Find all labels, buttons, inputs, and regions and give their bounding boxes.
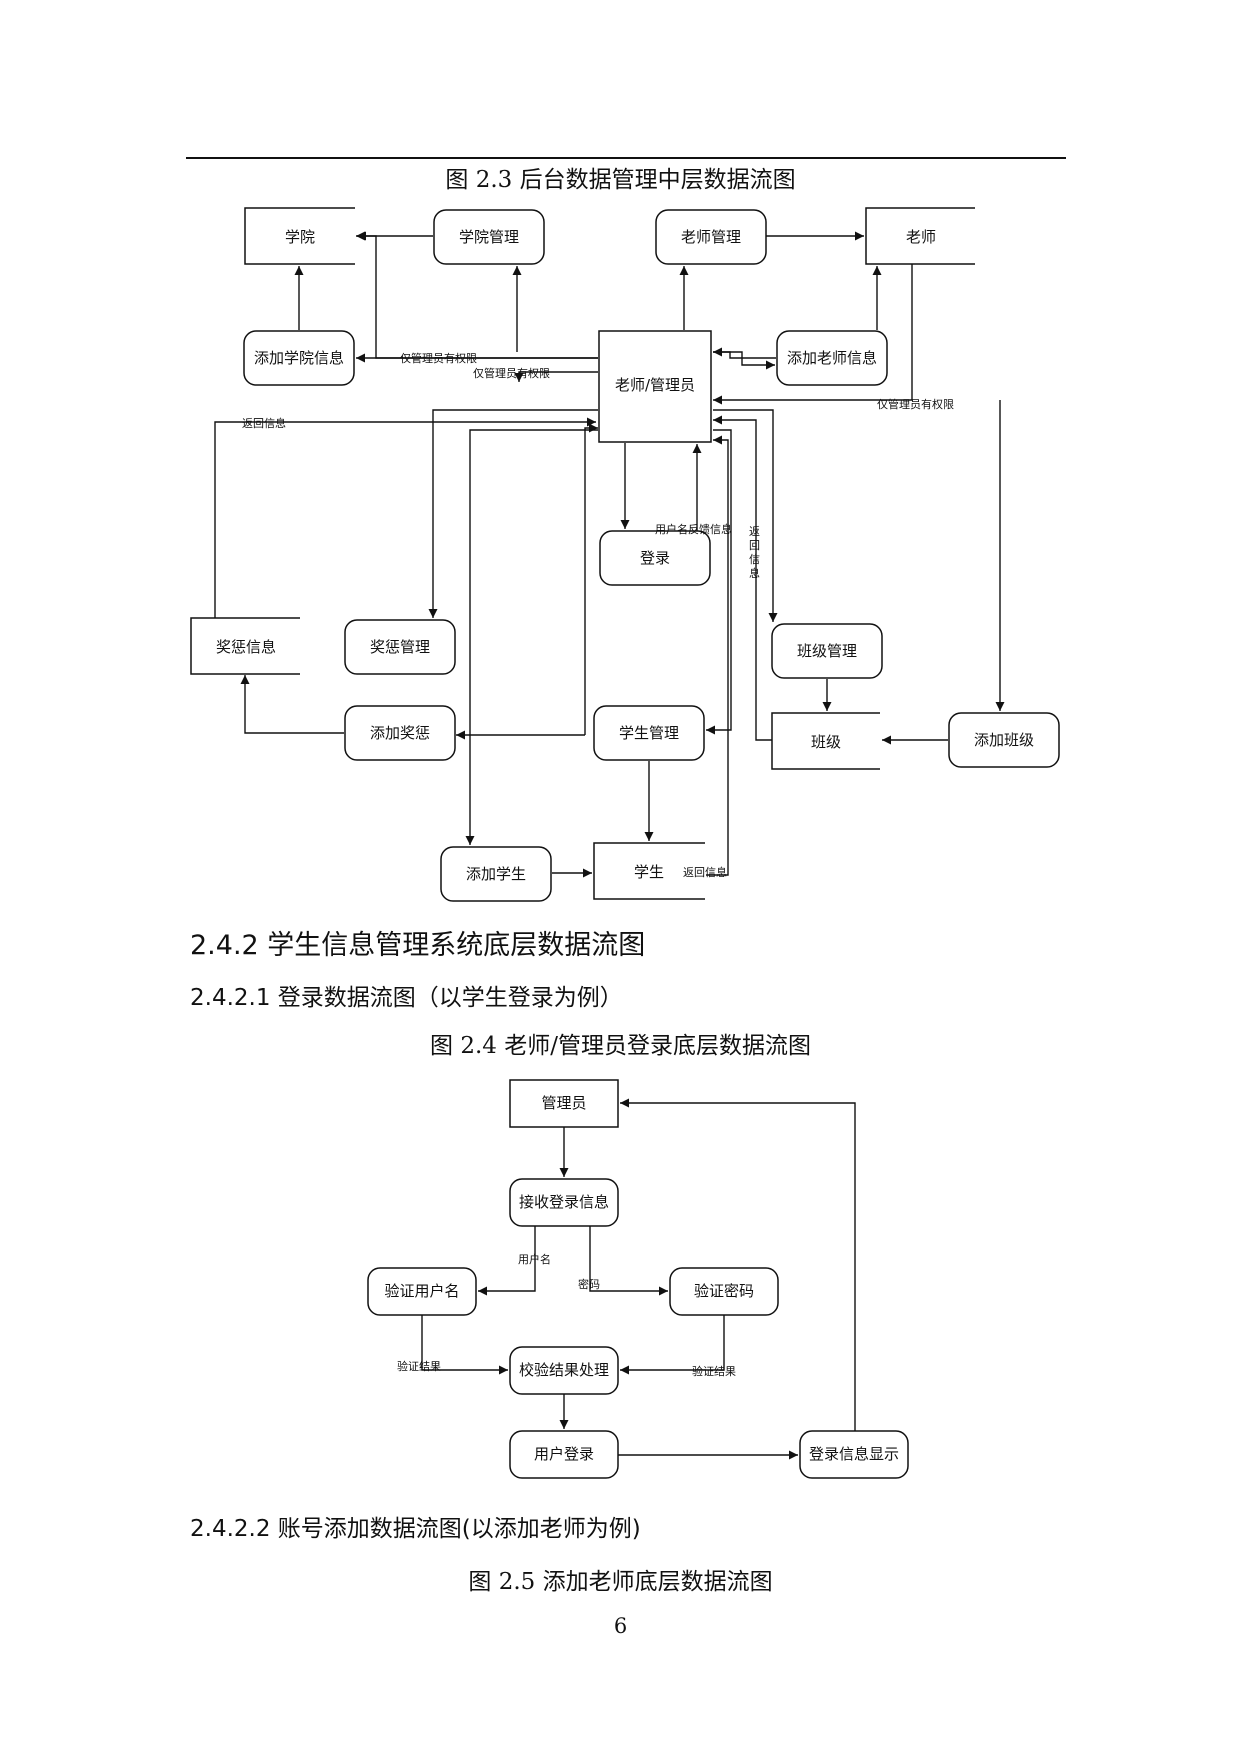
process-tianjia-banji: 添加班级 <box>974 731 1034 749</box>
section-2-4-2-2: 2.4.2.2 账号添加数据流图(以添加老师为例) <box>190 1516 641 1542</box>
label-return-info-2: 返回信息 <box>683 865 727 879</box>
section-2-4-2: 2.4.2 学生信息管理系统底层数据流图 <box>190 930 646 961</box>
process-laoshi-guanli: 老师管理 <box>681 228 741 246</box>
page-number: 6 <box>613 1614 628 1638</box>
label-return-info-v4: 息 <box>749 566 760 580</box>
process-tianjia-xueyuan: 添加学院信息 <box>254 349 344 367</box>
store-xueyuan: 学院 <box>285 228 315 246</box>
store-xuesheng: 学生 <box>634 863 664 881</box>
process-tianjia-jiangcheng: 添加奖惩 <box>370 724 430 742</box>
label-return-info-v1: 返 <box>749 525 760 538</box>
store-jiangcheng-xinxi: 奖惩信息 <box>216 638 276 656</box>
label-username-feedback: 用户名反馈信息 <box>655 522 732 536</box>
label-return-info-1: 返回信息 <box>242 416 286 430</box>
label-only-admin-1: 仅管理员有权限 <box>400 351 477 365</box>
section-2-4-2-1: 2.4.2.1 登录数据流图（以学生登录为例） <box>190 985 623 1011</box>
label-only-admin-2: 仅管理员有权限 <box>473 366 550 380</box>
store-laoshi: 老师 <box>906 228 936 246</box>
store-banji: 班级 <box>811 733 841 751</box>
top-rule <box>186 157 1066 159</box>
figure-caption-2-5: 图 2.5 添加老师底层数据流图 <box>468 1569 773 1595</box>
process-jiangcheng-guanli: 奖惩管理 <box>370 638 430 656</box>
process-banji-guanli: 班级管理 <box>797 642 857 660</box>
process-tianjia-laoshi: 添加老师信息 <box>787 349 877 367</box>
figure-caption-2-3: 图 2.3 后台数据管理中层数据流图 <box>445 167 796 193</box>
label-return-info-v3: 信 <box>749 553 760 566</box>
process-denglu: 登录 <box>640 549 670 567</box>
process-tianjia-xuesheng: 添加学生 <box>466 865 526 883</box>
figure-caption-2-4: 图 2.4 老师/管理员登录底层数据流图 <box>430 1033 811 1059</box>
entity-admin: 老师/管理员 <box>615 376 695 394</box>
label-only-admin-3: 仅管理员有权限 <box>877 397 954 411</box>
process-xueyuan-guanli: 学院管理 <box>459 228 519 246</box>
label-return-info-v2: 回 <box>749 539 760 552</box>
process-xuesheng-guanli: 学生管理 <box>619 724 679 742</box>
